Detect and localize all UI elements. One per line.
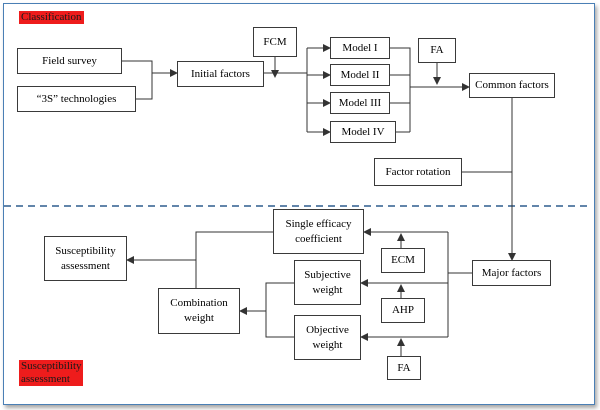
initial-factors-box: Initial factors bbox=[177, 61, 264, 87]
combination-weight-box: Combination weight bbox=[158, 288, 240, 334]
classification-label: Classification bbox=[19, 11, 84, 24]
subjective-weight-box: Subjective weight bbox=[294, 260, 361, 305]
edge-model-1-out bbox=[390, 47, 411, 132]
ecm-box: ECM bbox=[381, 248, 425, 273]
factor-rotation-box: Factor rotation bbox=[374, 158, 462, 186]
model-3-box: Model III bbox=[330, 92, 390, 114]
fa-top-box: FA bbox=[418, 38, 456, 63]
edge-3s bbox=[136, 73, 153, 100]
model-1-box: Model I bbox=[330, 37, 390, 59]
fcm-box: FCM bbox=[253, 27, 297, 57]
objective-weight-box: Objective weight bbox=[294, 315, 361, 360]
susceptibility-label: Susceptibility assessment bbox=[19, 360, 83, 386]
fa-bottom-box: FA bbox=[387, 356, 421, 380]
model-2-box: Model II bbox=[330, 64, 390, 86]
edge-subjective-out bbox=[265, 282, 294, 338]
edge-combination-up bbox=[195, 231, 273, 288]
single-efficacy-coefficient-box: Single efficacy coefficient bbox=[273, 209, 364, 254]
major-factors-box: Major factors bbox=[472, 260, 551, 286]
model-4-box: Model IV bbox=[330, 121, 396, 143]
ahp-box: AHP bbox=[381, 298, 425, 323]
common-factors-box: Common factors bbox=[469, 73, 555, 98]
field-survey-box: Field survey bbox=[17, 48, 122, 74]
3s-technologies-box: “3S” technologies bbox=[17, 86, 136, 112]
susceptibility-assessment-box: Susceptibility assessment bbox=[44, 236, 127, 281]
